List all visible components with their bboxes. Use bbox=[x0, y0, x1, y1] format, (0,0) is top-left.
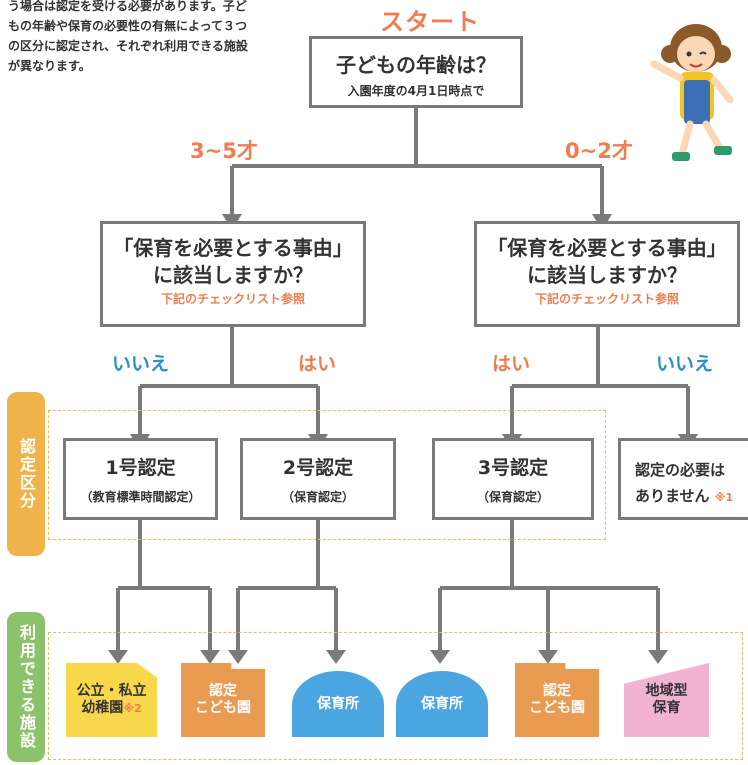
cert-1go-sub: （教育標準時間認定） bbox=[80, 490, 201, 504]
facility-hoikusho-right: 保育所 bbox=[396, 671, 488, 737]
cert-3go-sub: （保育認定） bbox=[476, 490, 549, 504]
age-question-sub: 入園年度の4月1日時点で bbox=[347, 84, 485, 98]
cert-2go-title: 2号認定 bbox=[282, 457, 354, 479]
facility-kindergarten: 公立・私立 幼稚園※2 bbox=[66, 663, 157, 737]
age-branch-3-5: 3~5才 bbox=[190, 139, 258, 163]
note-mark-1: ※1 bbox=[714, 491, 734, 504]
need-question-line1: 「保育を必要とする事由」 bbox=[113, 236, 353, 260]
age-question-title: 子どもの年齢は？ bbox=[336, 53, 496, 77]
facilities-section-label: 利用できる施設 bbox=[7, 612, 45, 762]
note-mark-2: ※2 bbox=[123, 702, 142, 715]
child-illustration bbox=[650, 24, 734, 161]
cert-1go-title: 1号認定 bbox=[105, 457, 176, 479]
age-branch-0-2: 0~2才 bbox=[565, 139, 633, 163]
answer-no-left: いいえ bbox=[112, 353, 170, 375]
need-question-box-right: 「保育を必要とする事由」 に該当しますか？ 下記のチェックリスト参照 bbox=[474, 221, 740, 327]
cert-2go: 2号認定 （保育認定） bbox=[240, 438, 396, 520]
facilities-dashed-area bbox=[48, 632, 743, 760]
need-question-line2: に該当しますか？ bbox=[153, 263, 313, 287]
cert-1go: 1号認定 （教育標準時間認定） bbox=[63, 438, 218, 520]
age-question-box: 子どもの年齢は？ 入園年度の4月1日時点で bbox=[309, 36, 523, 108]
certification-dashed-area bbox=[48, 410, 606, 540]
need-question-line2: に該当しますか？ bbox=[527, 263, 687, 287]
cert-not-required: 認定の必要は ありません ※1 bbox=[618, 438, 748, 520]
cert-3go-title: 3号認定 bbox=[477, 457, 549, 479]
cert-2go-sub: （保育認定） bbox=[281, 490, 354, 504]
answer-yes-left: はい bbox=[298, 353, 337, 375]
facility-hoikusho-left: 保育所 bbox=[292, 671, 384, 737]
need-question-note: 下記のチェックリスト参照 bbox=[534, 292, 679, 306]
facility-nintei-kodomoen-right: 認定 こども園 bbox=[515, 663, 599, 737]
start-label: スタート bbox=[380, 8, 480, 36]
need-question-note: 下記のチェックリスト参照 bbox=[160, 292, 305, 306]
cert-not-required-text: 認定の必要は ありません ※1 bbox=[635, 461, 734, 505]
certification-section-label: 認定区分 bbox=[7, 392, 45, 556]
answer-yes-right: はい bbox=[492, 353, 531, 375]
facility-nintei-kodomoen-left: 認定 こども園 bbox=[181, 663, 265, 737]
intro-text: う場合は認定を受ける必要があります。子どもの年齢や保育の必要性の有無によって３つ… bbox=[8, 0, 248, 73]
need-question-line1: 「保育を必要とする事由」 bbox=[487, 236, 727, 260]
answer-no-right: いいえ bbox=[656, 353, 714, 375]
cert-3go: 3号認定 （保育認定） bbox=[432, 438, 594, 520]
need-question-box-left: 「保育を必要とする事由」 に該当しますか？ 下記のチェックリスト参照 bbox=[100, 221, 366, 327]
